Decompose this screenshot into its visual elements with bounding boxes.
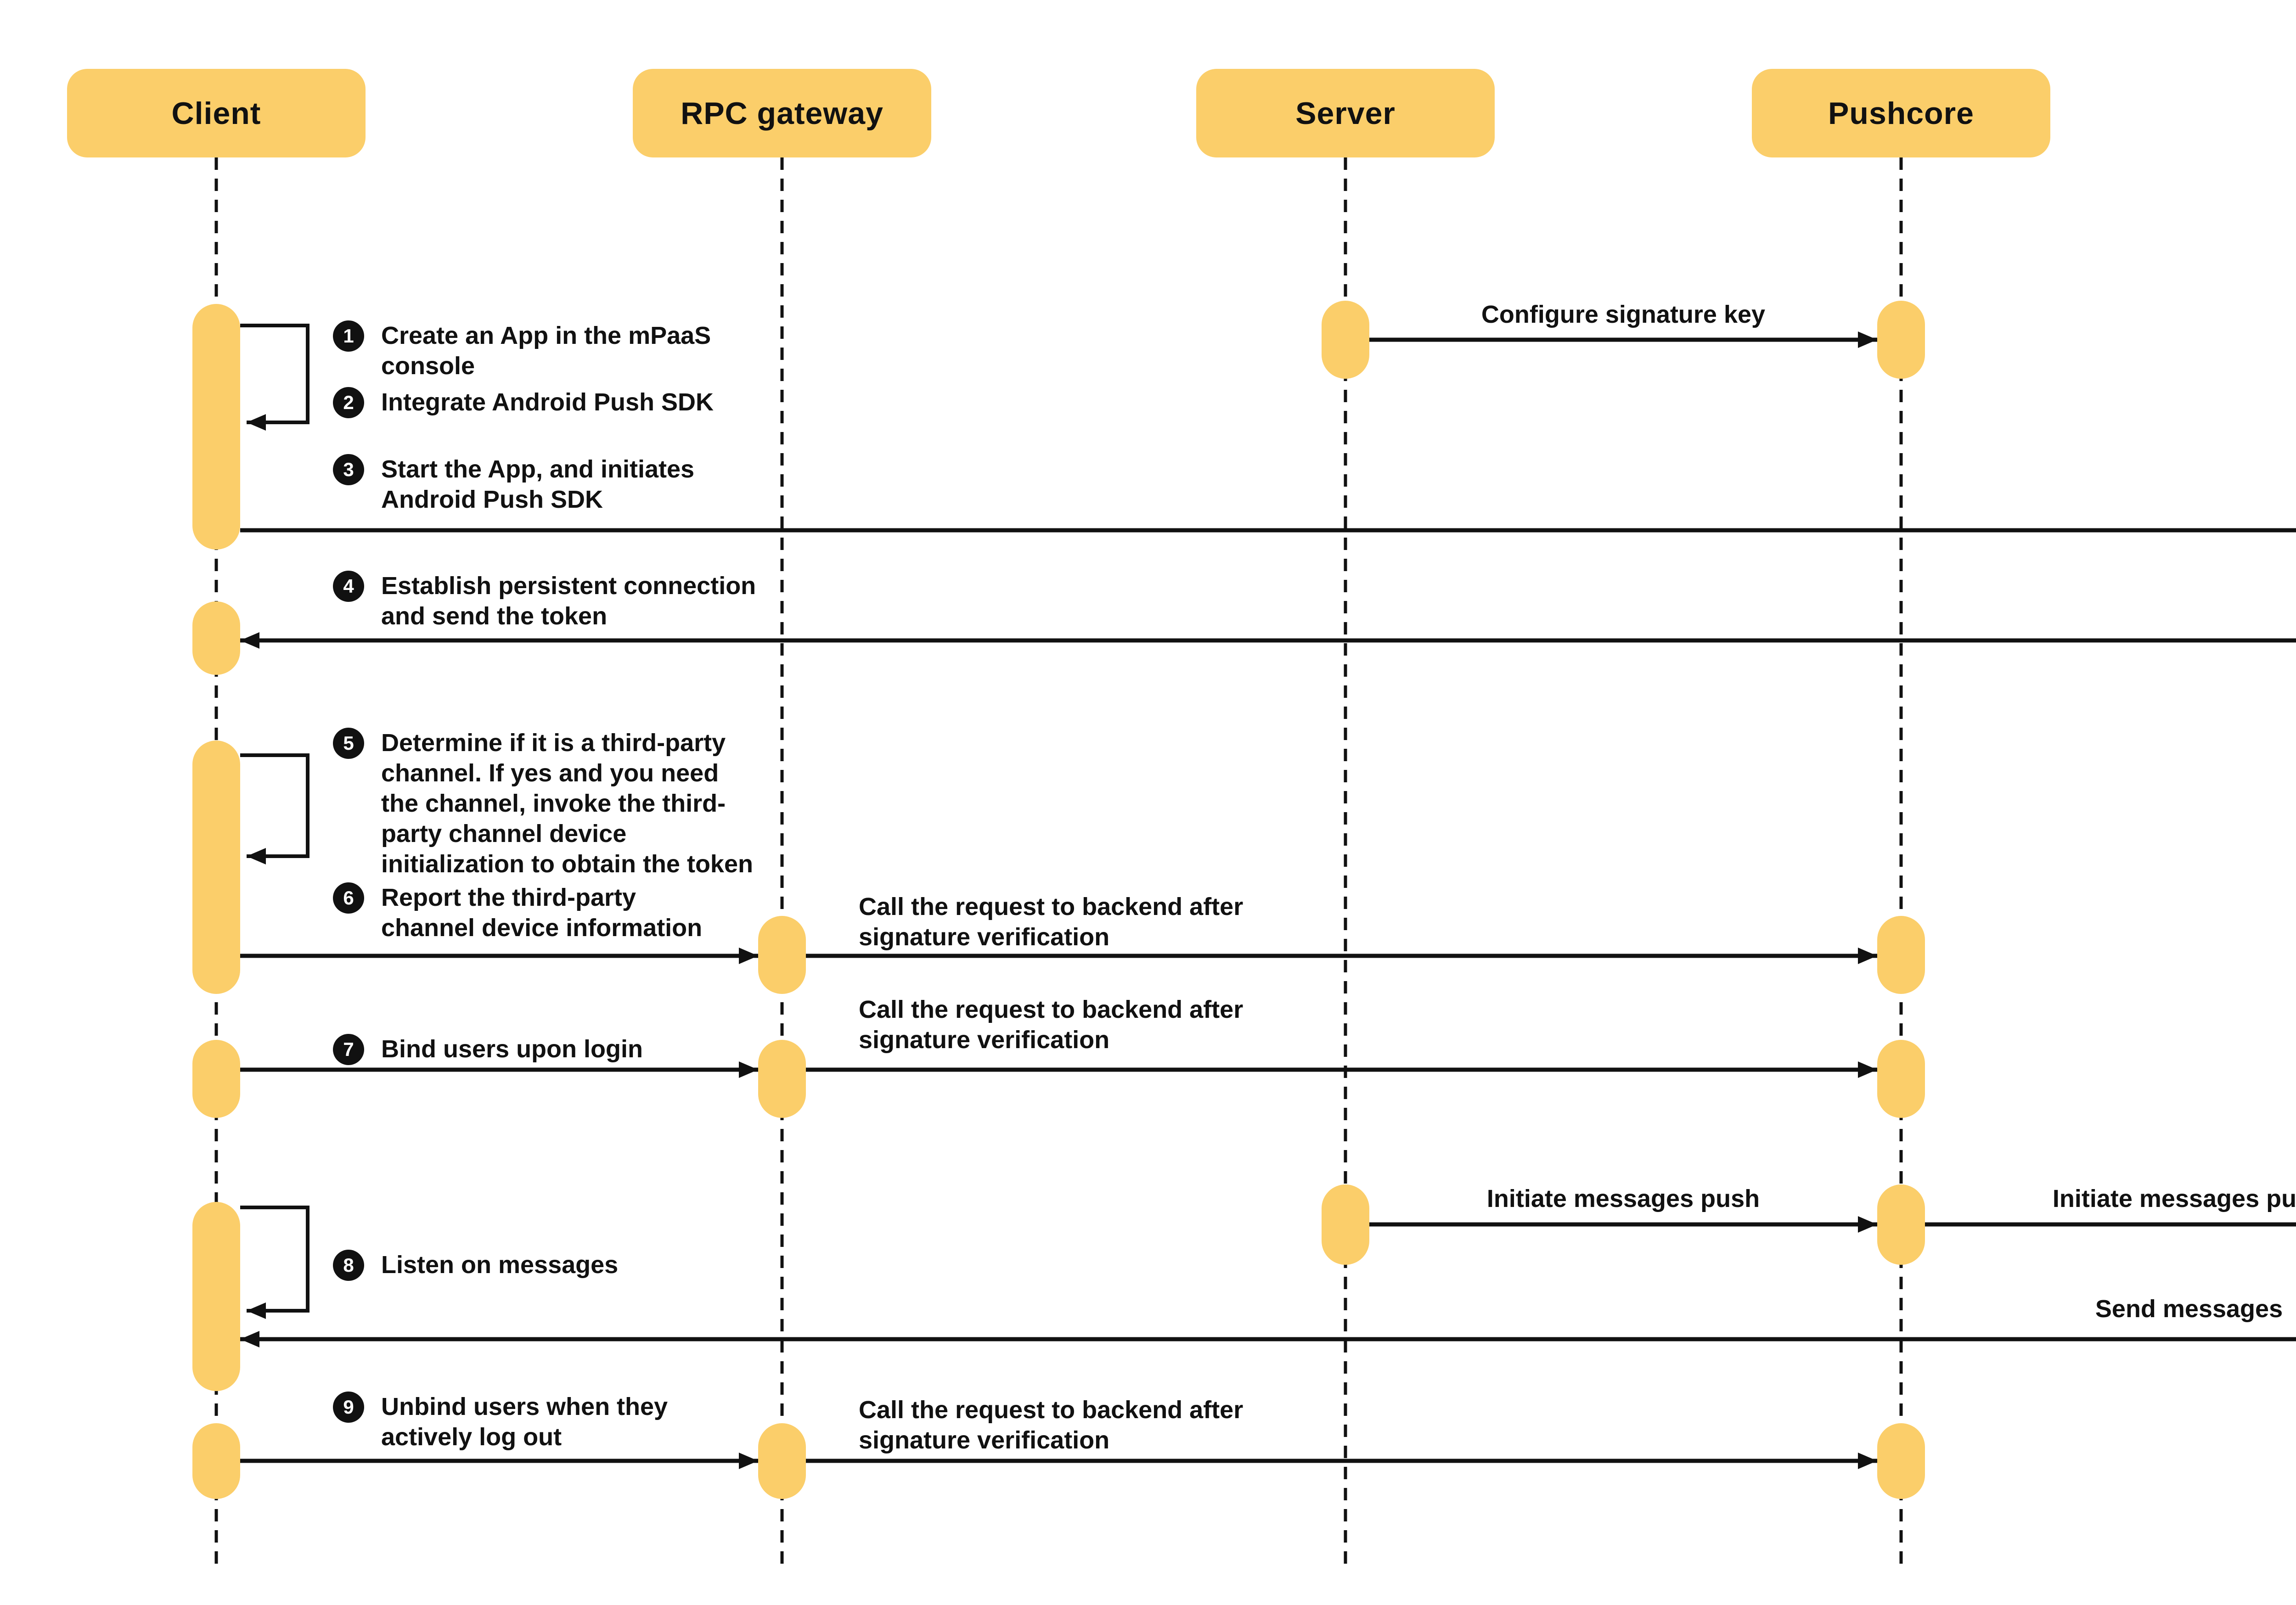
- message-line: signature verification: [859, 1426, 1110, 1454]
- step-text-line: Bind users upon login: [381, 1035, 643, 1063]
- step-text-line: Listen on messages: [381, 1251, 619, 1279]
- step-text-line: initialization to obtain the token: [381, 850, 753, 878]
- message-configure-signature-key: Configure signature key: [1481, 301, 1766, 328]
- step-text-line: and send the token: [381, 602, 608, 630]
- step-text-line: party channel device: [381, 820, 627, 847]
- message-line: signature verification: [859, 923, 1110, 951]
- actor-pushcore: Pushcore: [1752, 69, 2050, 157]
- step-5: 5 Determine if it is a third-party chann…: [333, 728, 753, 879]
- step-text-line: Establish persistent connection: [381, 572, 756, 600]
- activation-client-step4: [192, 601, 240, 675]
- step-7: 7 Bind users upon login: [333, 1034, 643, 1065]
- step-text-line: channel device information: [381, 914, 703, 942]
- step-number-badge: 6: [333, 882, 364, 914]
- actor-client: Client: [67, 69, 366, 157]
- self-loop-steps1-2: [240, 324, 310, 431]
- step-number-badge: 4: [333, 571, 364, 602]
- step-text-line: console: [381, 352, 475, 380]
- message-initiate-push-left: Initiate messages push: [1486, 1185, 1760, 1212]
- activation-client-steps5-6: [192, 741, 240, 994]
- step-text-line: actively log out: [381, 1423, 562, 1451]
- step-text-line: Report the third-party: [381, 884, 636, 911]
- step-text-line: Determine if it is a third-party: [381, 729, 726, 757]
- step-number-badge: 9: [333, 1392, 364, 1423]
- activation-pushcore-push: [1877, 1184, 1925, 1265]
- step-text-line: Create an App in the mPaaS: [381, 322, 711, 349]
- activation-client-step9: [192, 1423, 240, 1499]
- message-line: Call the request to backend after: [859, 996, 1244, 1023]
- actor-rpc-gateway: RPC gateway: [633, 69, 931, 157]
- message-backend-call-step9: Call the request to backend after signat…: [859, 1395, 1243, 1455]
- activation-client-steps1-3: [192, 304, 240, 550]
- step-9: 9 Unbind users when they actively log ou…: [333, 1392, 668, 1452]
- activation-pushcore-configure: [1877, 301, 1925, 379]
- activation-server-configure: [1322, 301, 1369, 379]
- message-line: Call the request to backend after: [859, 893, 1244, 920]
- step-number-badge: 5: [333, 728, 364, 759]
- step-6: 6 Report the third-party channel device …: [333, 882, 702, 943]
- step-text-line: channel. If yes and you need: [381, 759, 719, 787]
- actor-label: Server: [1295, 95, 1396, 131]
- activation-rpc-step9: [758, 1423, 806, 1499]
- step-text-line: Start the App, and initiates: [381, 455, 695, 483]
- message-send-messages: Send messages: [2095, 1295, 2283, 1323]
- message-initiate-push-right: Initiate messages push: [2052, 1185, 2296, 1212]
- message-line: Call the request to backend after: [859, 1396, 1244, 1424]
- activation-pushcore-step9: [1877, 1423, 1925, 1499]
- activation-pushcore-step6: [1877, 916, 1925, 994]
- step-text-line: Unbind users when they: [381, 1393, 668, 1420]
- actor-label: RPC gateway: [681, 95, 884, 131]
- step-text-line: Integrate Android Push SDK: [381, 388, 714, 416]
- self-loop-step8: [240, 1206, 310, 1319]
- step-number-badge: 7: [333, 1034, 364, 1065]
- actor-label: Client: [171, 95, 261, 131]
- activation-rpc-step7: [758, 1040, 806, 1118]
- activation-pushcore-step7: [1877, 1040, 1925, 1118]
- step-number-badge: 2: [333, 387, 364, 418]
- message-line: signature verification: [859, 1026, 1110, 1054]
- step-text-line: Android Push SDK: [381, 486, 603, 513]
- step-4: 4 Establish persistent connection and se…: [333, 571, 756, 631]
- step-number-badge: 1: [333, 320, 364, 352]
- step-3: 3 Start the App, and initiates Android P…: [333, 454, 694, 515]
- step-number-badge: 3: [333, 454, 364, 485]
- actor-label: Pushcore: [1828, 95, 1974, 131]
- activation-client-step7: [192, 1040, 240, 1118]
- step-8: 8 Listen on messages: [333, 1250, 618, 1281]
- activation-server-push: [1322, 1184, 1369, 1265]
- message-backend-call-step6: Call the request to backend after signat…: [859, 892, 1243, 952]
- step-1: 1 Create an App in the mPaaS console: [333, 320, 711, 381]
- actor-server: Server: [1196, 69, 1495, 157]
- step-number-badge: 8: [333, 1250, 364, 1281]
- message-backend-call-step7: Call the request to backend after signat…: [859, 994, 1243, 1055]
- step-text-line: the channel, invoke the third-: [381, 790, 726, 817]
- activation-rpc-step6: [758, 916, 806, 994]
- self-loop-step5: [240, 753, 310, 864]
- step-2: 2 Integrate Android Push SDK: [333, 387, 714, 418]
- activation-client-step8: [192, 1202, 240, 1391]
